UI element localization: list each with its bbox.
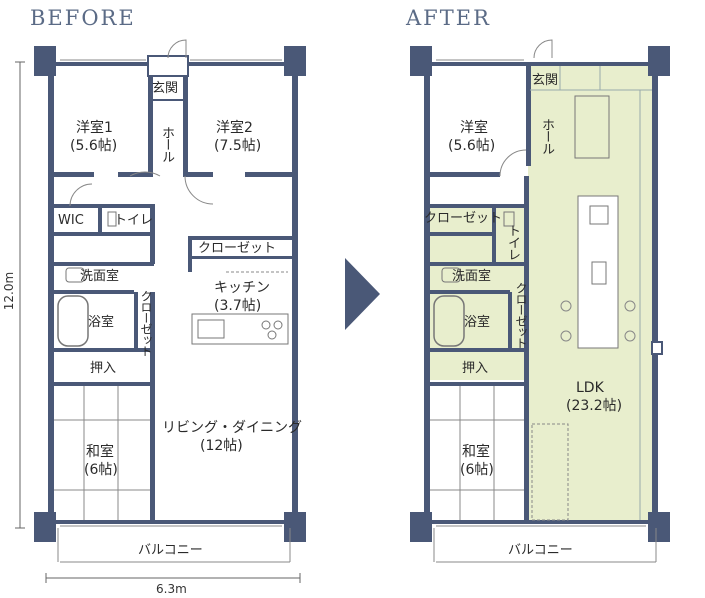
before-closet-top-label: クローゼット [198, 241, 277, 256]
before-wic-label: WIC [58, 213, 84, 228]
after-ldk-size: (23.2帖) [566, 398, 623, 414]
after-washitsu-size: (6帖) [460, 462, 494, 478]
column [410, 512, 432, 542]
before-oshiire-label: 押入 [90, 361, 117, 376]
after-ldk-name: LDK [576, 380, 604, 396]
before-balcony-label: バルコニー [138, 543, 203, 558]
before-height-dimension: 12.0m [2, 271, 17, 311]
before-washitsu-name: 和室 [86, 444, 114, 460]
before-hall-label: ホール [159, 126, 174, 162]
before-room1-size: (5.6帖) [70, 138, 118, 154]
after-genkan-label: 玄関 [532, 73, 559, 88]
after-balcony-label: バルコニー [508, 543, 573, 558]
before-bath-label: 浴室 [88, 315, 115, 330]
before-heading: BEFORE [30, 6, 136, 30]
after-oshiire-label: 押入 [462, 361, 489, 376]
after-washitsu-name: 和室 [462, 444, 490, 460]
after-bath-label: 浴室 [464, 315, 491, 330]
before-room1-name: 洋室1 [76, 120, 113, 136]
before-kitchen-name: キッチン [214, 280, 270, 296]
after-room-size: (5.6帖) [448, 138, 496, 154]
column [284, 46, 306, 76]
before-to-after-arrow [345, 258, 380, 330]
after-plan [410, 39, 670, 563]
column [410, 46, 432, 76]
before-washroom-label: 洗面室 [80, 269, 120, 284]
before-room2-name: 洋室2 [216, 120, 253, 136]
after-toilet-label: トイレ [505, 224, 520, 260]
before-washitsu-size: (6帖) [84, 462, 118, 478]
after-closet-label: クローゼット [424, 211, 503, 226]
after-closet-vert-label: クローゼット [514, 282, 528, 348]
column [648, 46, 670, 76]
column [34, 512, 56, 542]
before-kitchen-size: (3.7帖) [214, 298, 262, 314]
before-toilet-label: トイレ [114, 213, 154, 228]
after-hall-label: ホール [539, 118, 554, 154]
before-plan [15, 39, 306, 583]
before-living-size: (12帖) [200, 438, 243, 454]
before-closet-vert-label: クローゼット [139, 290, 153, 356]
before-genkan-label: 玄関 [152, 81, 179, 96]
after-room-name: 洋室 [460, 120, 488, 136]
column [648, 512, 670, 542]
after-washroom-label: 洗面室 [452, 269, 492, 284]
column [284, 512, 306, 542]
after-heading: AFTER [406, 6, 491, 30]
before-room2-size: (7.5帖) [214, 138, 262, 154]
before-width-dimension: 6.3m [156, 582, 187, 596]
before-living-name: リビング・ダイニング [162, 420, 302, 436]
column [34, 46, 56, 76]
